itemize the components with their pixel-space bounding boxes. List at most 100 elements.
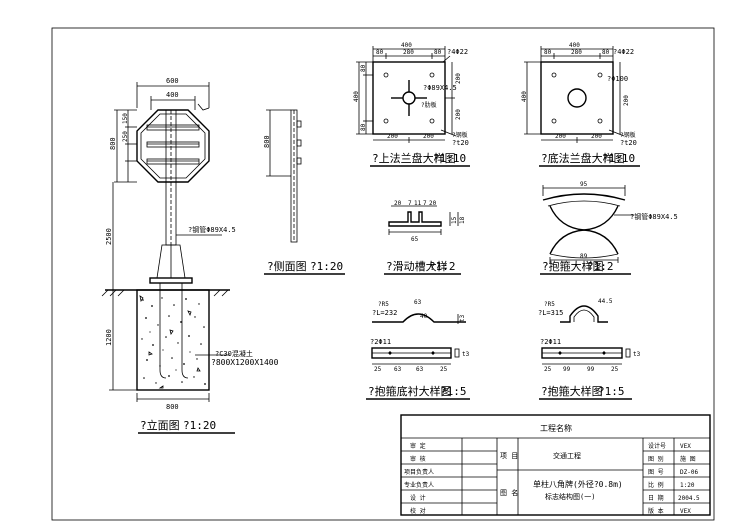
tf-pipe: ?Φ89X4.5 xyxy=(423,84,457,92)
bf-bolt: ?4Φ22 xyxy=(613,48,634,56)
octagon-sign-panel xyxy=(136,109,210,183)
tb-right-value: VEX xyxy=(680,443,691,450)
tb-left-label: 校 对 xyxy=(410,507,426,515)
top-flange-detail: 400 80 280 80 ?4Φ22 ?Φ89X4.5 ?肋板 400 80 … xyxy=(353,42,470,167)
sb-s25a: 25 xyxy=(544,366,552,373)
tb-header: 工程名称 xyxy=(540,423,572,433)
sa-length: ?L=232 xyxy=(372,309,397,317)
bf-dim-400: 400 xyxy=(569,42,580,49)
tf-dim-80b: 80 xyxy=(434,49,442,56)
dim-foundation-800: 800 xyxy=(166,403,179,411)
tf-bolt: ?4Φ22 xyxy=(447,48,468,56)
slot-title: ?滑动槽大样 xyxy=(386,259,448,273)
sa-scale: ?1:5 xyxy=(440,385,467,398)
dim-600: 600 xyxy=(166,77,179,85)
tf-dim-h400: 400 xyxy=(353,91,360,102)
dim-1200: 1200 xyxy=(105,329,113,346)
sa-title: ?抱箍底衬大样图 xyxy=(368,384,452,398)
strip-b-detail: ?R5 ?L=315 44.5 ?2Φ11 t3 25 99 99 25 ?抱箍… xyxy=(538,298,641,400)
tb-right-value: DZ-06 xyxy=(680,469,698,476)
tb-right-label: 版 本 xyxy=(648,507,664,515)
clamp-dim-89: 89 xyxy=(580,253,588,260)
tb-right-value: VEX xyxy=(680,508,691,515)
dim-800: 800 xyxy=(109,137,117,150)
sa-dim-63: 63 xyxy=(414,299,422,306)
side-view: 800 ?侧面图 ?1:20 xyxy=(263,109,345,275)
bf-title: ?底法兰盘大样图 xyxy=(541,151,625,165)
slot-detail: 20 7 11 7 20 65 15 18 ?滑动槽大样 ?1:2 xyxy=(384,200,466,275)
clamp-detail: 95 89 ?钢管Φ89X4.5 ?抱箍大样图 ?1:2 xyxy=(540,181,678,275)
sa-s25b: 25 xyxy=(440,366,448,373)
concrete-foundation xyxy=(136,289,210,391)
elevation-scale: ?1:20 xyxy=(183,419,216,432)
sb-s99a: 99 xyxy=(563,366,571,373)
tf-dim-v80a: 80 xyxy=(360,64,367,72)
tf-rib: ?肋板 xyxy=(421,101,437,109)
bf-thk: ?t20 xyxy=(620,139,637,147)
bf-dim-h400: 400 xyxy=(521,91,528,102)
tb-left-label: 设 计 xyxy=(410,494,426,502)
tb-right-label: 日 期 xyxy=(648,494,664,502)
sa-t3: t3 xyxy=(462,351,470,358)
bf-plate: ?钢板 xyxy=(620,131,636,139)
tf-dim-h200b: 200 xyxy=(455,109,462,120)
clamp-bar xyxy=(146,141,200,148)
slot-dim-7a: 7 xyxy=(408,200,412,207)
dim-2500: 2500 xyxy=(105,228,113,245)
base-plate xyxy=(149,277,193,284)
tb-left-label: 项目负责人 xyxy=(404,468,434,476)
drawing-frame xyxy=(51,27,715,521)
foundation-size: ?800X1200X1400 xyxy=(211,358,279,367)
tb-right-label: 图 别 xyxy=(648,455,664,463)
tb-right-value: 施 图 xyxy=(680,455,696,463)
sb-s99b: 99 xyxy=(587,366,595,373)
bf-dim-b200a: 200 xyxy=(555,133,566,140)
clamp-bar xyxy=(146,124,200,131)
tf-dim-b200b: 200 xyxy=(423,133,434,140)
slot-dim-18: 18 xyxy=(459,216,466,224)
tb-right-label: 比 例 xyxy=(648,481,664,489)
tb-right-value: 1:20 xyxy=(680,482,695,489)
sb-length: ?L=315 xyxy=(538,309,563,317)
concrete-label: ?C30混凝土 xyxy=(215,349,253,358)
sa-s63a: 63 xyxy=(394,366,402,373)
dim-150: 150 xyxy=(122,113,129,124)
slot-profile xyxy=(388,211,442,227)
bottom-flange-hole xyxy=(567,88,587,108)
top-flange-plate xyxy=(372,61,446,135)
tf-dim-v80b: 80 xyxy=(360,123,367,131)
slot-dim-20: 20 xyxy=(394,200,402,207)
bf-dim-80a: 80 xyxy=(544,49,552,56)
tf-plate: ?钢板 xyxy=(452,131,468,139)
tube-label: ?钢管Φ89X4.5 xyxy=(188,225,236,234)
dim-400: 400 xyxy=(166,91,179,99)
clamp-title: ?抱箍大样图 xyxy=(542,259,604,273)
bf-dim-b200b: 200 xyxy=(591,133,602,140)
tb-name-label: 图 名 xyxy=(500,488,518,497)
sb-hole: ?2Φ11 xyxy=(540,338,561,346)
bf-scale: ?1:10 xyxy=(602,152,635,165)
slot-dim-15: 15 xyxy=(451,216,458,224)
sb-s25b: 25 xyxy=(611,366,619,373)
bf-dim-h200: 200 xyxy=(623,95,630,106)
tb-proj-value: 交通工程 xyxy=(553,451,581,460)
strip-a-detail: ?R5 ?L=232 63 40 t3 ?2Φ11 t3 25 63 63 25… xyxy=(366,299,470,400)
slot-dim-20b: 20 xyxy=(429,200,437,207)
sb-r5: ?R5 xyxy=(544,301,555,308)
top-flange-pipe xyxy=(402,91,416,105)
elevation-title: ?立面图 xyxy=(140,418,180,432)
tb-right-label: 设计号 xyxy=(648,442,666,450)
sa-s63b: 63 xyxy=(416,366,424,373)
tf-dim-280: 280 xyxy=(403,49,414,56)
sb-title: ?抱箍大样图 xyxy=(541,384,603,398)
sb-scale: ?1:5 xyxy=(598,385,625,398)
sa-t: t3 xyxy=(459,314,466,322)
tf-dim-80a: 80 xyxy=(376,49,384,56)
clamp-bar xyxy=(146,158,200,165)
tf-dim-h200a: 200 xyxy=(455,73,462,84)
tb-left-label: 专业负责人 xyxy=(404,481,434,489)
bottom-flange-plate xyxy=(540,61,614,135)
tb-left-label: 审 定 xyxy=(410,442,426,450)
tb-right-value: 2004.5 xyxy=(678,495,700,502)
